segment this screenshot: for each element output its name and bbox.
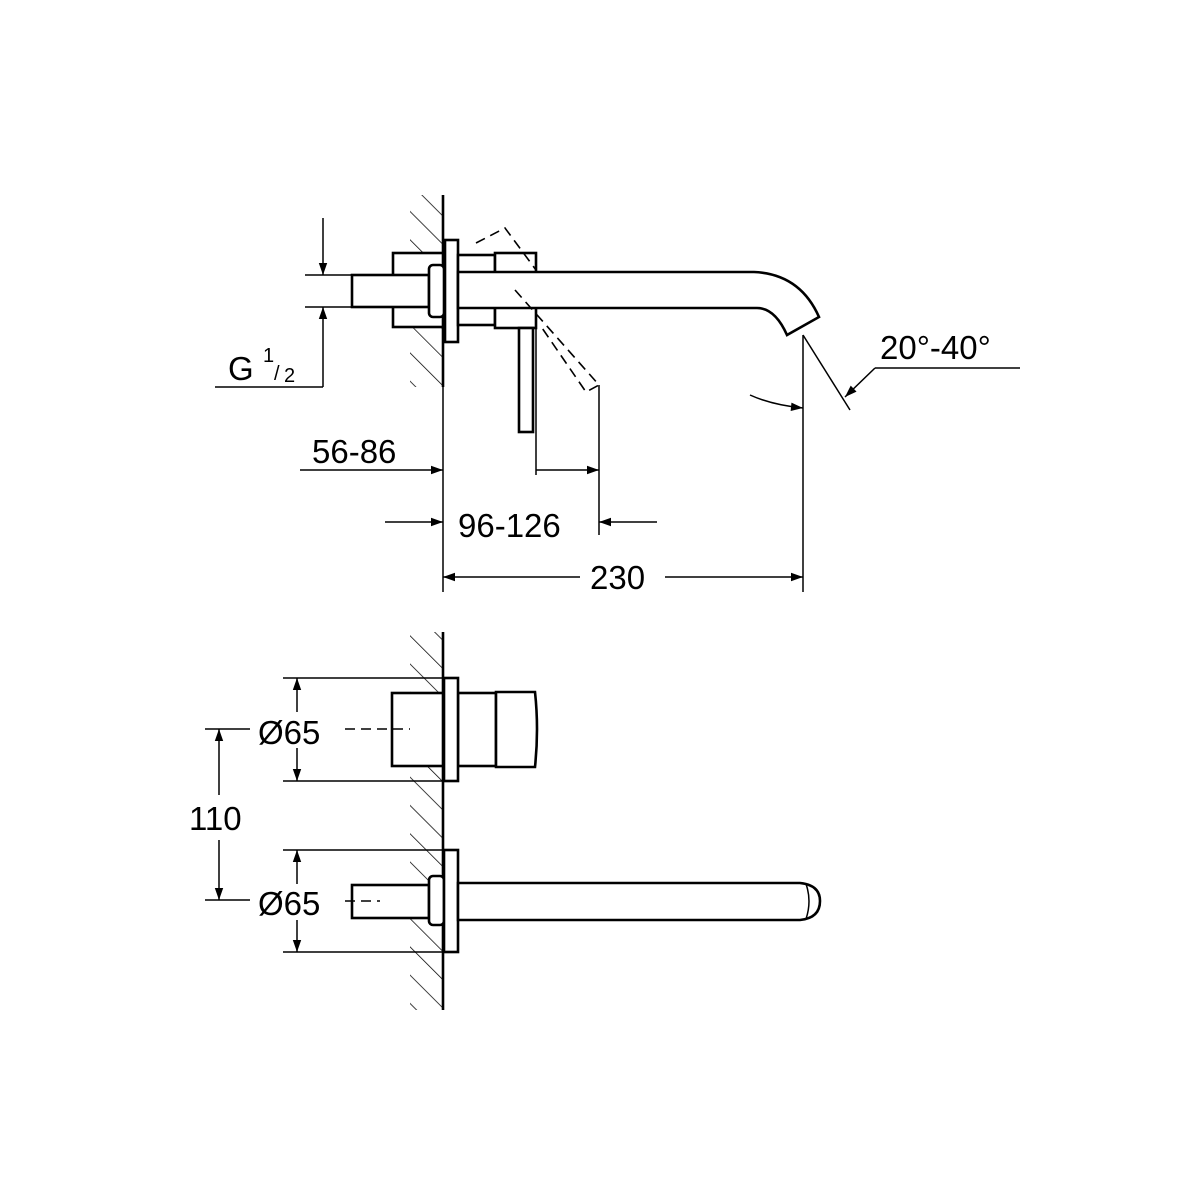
spout-angle-label: 20°-40°: [880, 329, 991, 366]
lever-alt-position: [475, 226, 601, 394]
spout-bushing: [427, 874, 446, 927]
mixer-knob: [494, 690, 539, 769]
inlet-stub: [350, 273, 431, 309]
wall-depth-label: 56-86: [312, 433, 396, 470]
lever-reach-label: 96-126: [458, 507, 561, 544]
side-view: G 1 / 2 56-86 96-126 230 20°-40°: [215, 195, 1020, 596]
escutcheon-flange: [443, 238, 460, 344]
spout-projection-label: 230: [590, 559, 645, 596]
thread-fraction-num: 1: [263, 345, 274, 367]
spout-flange: [442, 848, 460, 954]
center-distance-label: 110: [189, 800, 242, 837]
bushing: [427, 263, 446, 319]
upper-diameter-label: Ø65: [258, 714, 320, 751]
spout-top-view: [456, 881, 822, 922]
front-view: Ø65 Ø65 110: [189, 632, 822, 1010]
thread-fraction-slash: /: [274, 363, 280, 385]
thread-label: G: [228, 350, 254, 387]
thread-fraction-den: 2: [284, 365, 295, 387]
lever: [517, 326, 535, 434]
wall-hatch-bottom: [410, 632, 442, 1010]
lower-diameter-label: Ø65: [258, 885, 320, 922]
mixer-flange: [442, 676, 460, 783]
spout: [456, 270, 821, 337]
